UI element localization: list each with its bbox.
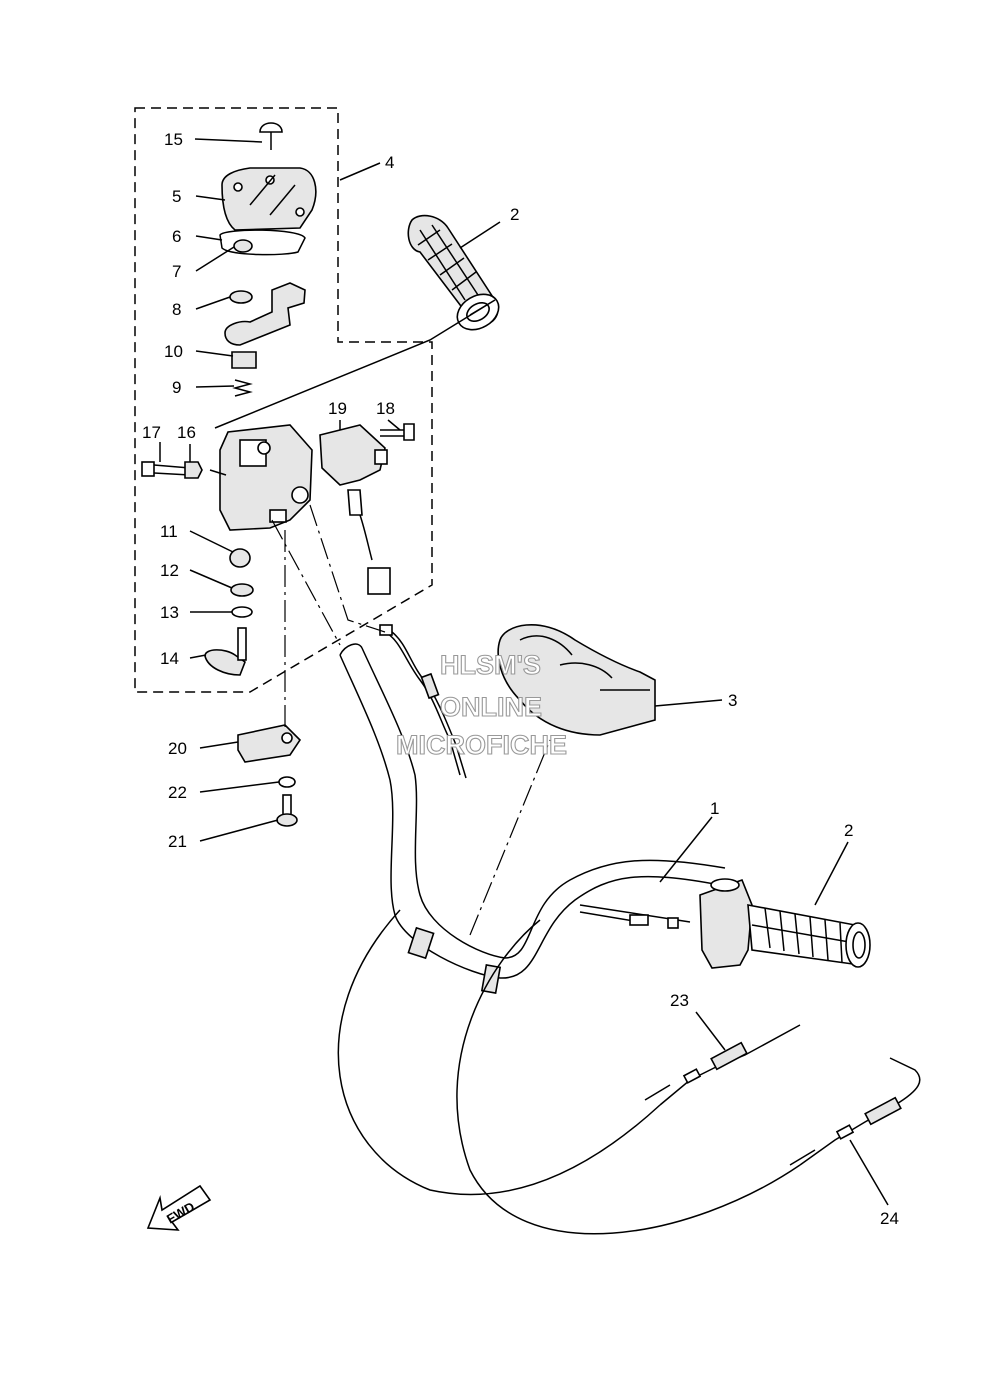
left-grip bbox=[214, 214, 500, 429]
callout-2-upper: 2 bbox=[510, 205, 519, 224]
clamp-20 bbox=[237, 724, 302, 763]
switch-19 bbox=[319, 424, 391, 595]
callout-16: 16 bbox=[177, 423, 196, 442]
callout-3: 3 bbox=[728, 691, 737, 710]
callout-8: 8 bbox=[172, 300, 181, 319]
collar-10 bbox=[231, 351, 257, 369]
spring-9 bbox=[232, 379, 253, 397]
handlebar bbox=[339, 643, 726, 994]
gasket bbox=[219, 229, 306, 256]
callout-1: 1 bbox=[710, 799, 719, 818]
callout-9: 9 bbox=[172, 378, 181, 397]
collar-11 bbox=[229, 548, 251, 568]
callout-12: 12 bbox=[160, 561, 179, 580]
nut-7 bbox=[233, 239, 253, 253]
throttle-housing bbox=[209, 424, 313, 531]
callout-labels: 15 5 6 7 8 10 9 4 2 17 16 19 18 11 12 13… bbox=[142, 130, 899, 1228]
callout-22: 22 bbox=[168, 783, 187, 802]
washer-8 bbox=[229, 290, 253, 304]
callout-6: 6 bbox=[172, 227, 181, 246]
callout-15: 15 bbox=[164, 130, 183, 149]
callout-19: 19 bbox=[328, 399, 347, 418]
screw-17 bbox=[141, 461, 191, 477]
watermark-line-3: MICROFICHE bbox=[396, 730, 567, 760]
callout-13: 13 bbox=[160, 603, 179, 622]
washer-12 bbox=[230, 583, 254, 597]
callout-11: 11 bbox=[160, 522, 178, 541]
grip-texture-right bbox=[751, 907, 856, 964]
callout-20: 20 bbox=[168, 739, 187, 758]
watermark: HLSM'S ONLINE MICROFICHE bbox=[395, 649, 567, 760]
callout-2-lower: 2 bbox=[844, 821, 853, 840]
callout-23: 23 bbox=[670, 991, 689, 1010]
hand-guard bbox=[497, 624, 656, 736]
cable-23 bbox=[337, 909, 801, 1196]
watermark-line-1: HLSM'S bbox=[440, 650, 541, 680]
callout-21: 21 bbox=[168, 832, 187, 851]
axis-line-2 bbox=[271, 519, 341, 646]
watermark-line-2: ONLINE bbox=[440, 692, 542, 722]
leader-lines bbox=[159, 138, 889, 1206]
nut-16 bbox=[184, 461, 203, 479]
callout-5: 5 bbox=[172, 187, 181, 206]
throttle-lever bbox=[224, 282, 306, 346]
washer-22 bbox=[278, 776, 296, 788]
callout-17: 17 bbox=[142, 423, 161, 442]
axis-line-4 bbox=[469, 739, 551, 936]
callout-14: 14 bbox=[160, 649, 179, 668]
callout-7: 7 bbox=[172, 262, 181, 281]
throttle-cable bbox=[379, 624, 467, 779]
cable-24 bbox=[456, 919, 921, 1235]
callout-4: 4 bbox=[385, 153, 394, 172]
bolt-21 bbox=[276, 794, 298, 827]
callout-10: 10 bbox=[164, 342, 183, 361]
axis-line-3 bbox=[309, 504, 386, 633]
screw-18 bbox=[380, 423, 415, 441]
callout-18: 18 bbox=[376, 399, 395, 418]
screw-15 bbox=[259, 122, 283, 150]
fwd-arrow-icon: FWD bbox=[146, 1184, 212, 1231]
callout-24: 24 bbox=[880, 1209, 899, 1228]
assembly-boundary bbox=[134, 107, 433, 693]
washer-13 bbox=[231, 606, 253, 618]
cover-plate bbox=[221, 167, 317, 231]
pin-14 bbox=[204, 627, 247, 676]
right-grip-assembly bbox=[579, 878, 871, 969]
